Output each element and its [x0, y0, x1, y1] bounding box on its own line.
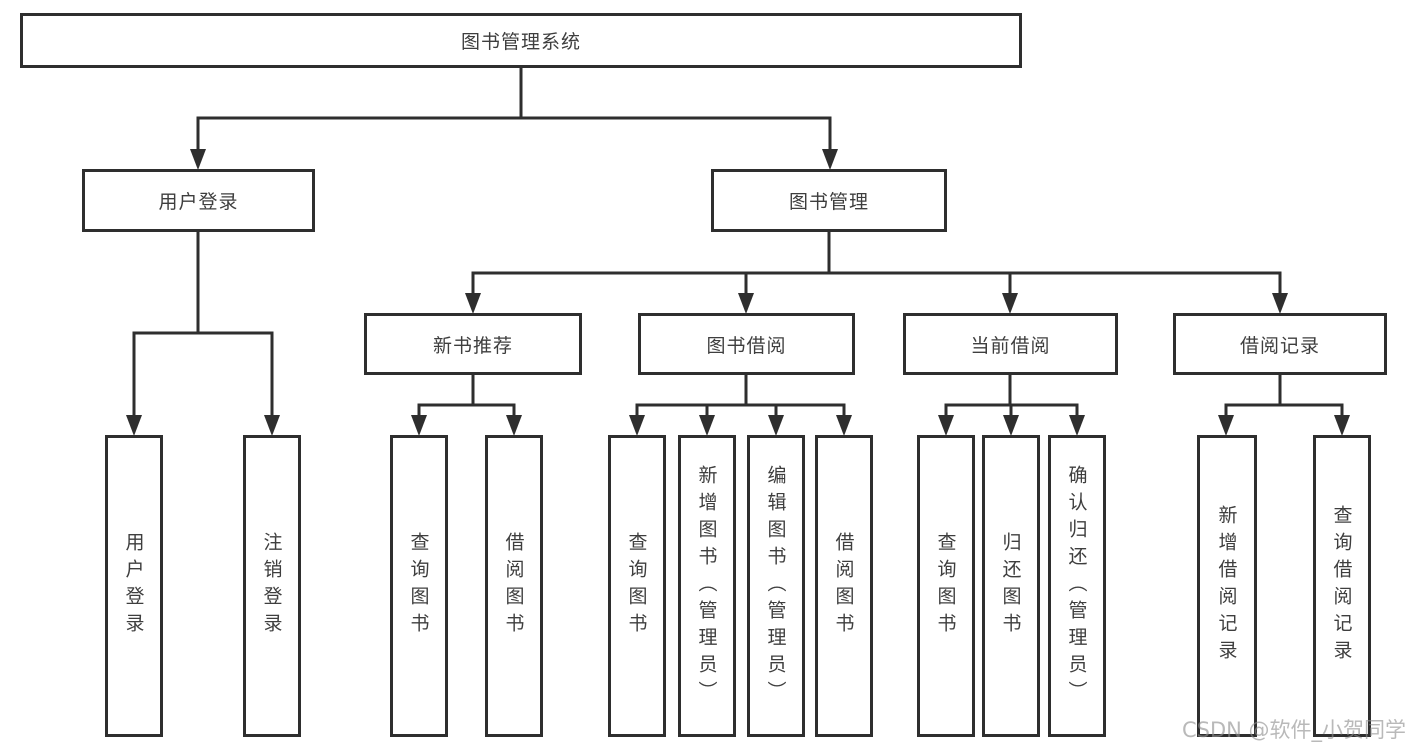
node-label: 借阅图书	[502, 532, 525, 640]
node-leaf-query-books-current: 查询图书	[917, 435, 975, 737]
node-book-management: 图书管理	[711, 169, 947, 232]
node-label: 注销登录	[260, 532, 283, 640]
arrowheads	[126, 149, 1350, 436]
csdn-watermark: CSDN @软件_小贺同学	[1182, 718, 1405, 742]
node-label: 新增图书（管理员）	[695, 464, 718, 708]
node-user-login: 用户登录	[82, 169, 315, 232]
node-leaf-borrow-books-recommend: 借阅图书	[485, 435, 543, 737]
node-leaf-confirm-return-admin: 确认归还（管理员）	[1048, 435, 1106, 737]
node-leaf-logout: 注销登录	[243, 435, 301, 737]
node-label: 确认归还（管理员）	[1065, 464, 1088, 708]
node-label: 用户登录	[158, 191, 239, 213]
node-label: 查询图书	[625, 532, 648, 640]
node-leaf-add-books-admin: 新增图书（管理员）	[678, 435, 736, 737]
node-label: 图书借阅	[706, 334, 787, 357]
node-label: 新书推荐	[432, 334, 513, 357]
node-label: 查询图书	[407, 532, 430, 640]
node-root-library-management-system: 图书管理系统	[20, 13, 1022, 68]
node-leaf-borrow-books: 借阅图书	[815, 435, 873, 737]
node-label: 用户登录	[122, 532, 145, 640]
node-book-borrow: 图书借阅	[638, 313, 855, 375]
node-borrow-records: 借阅记录	[1173, 313, 1387, 375]
node-label: 编辑图书（管理员）	[764, 464, 787, 708]
node-new-book-recommend: 新书推荐	[364, 313, 582, 375]
node-label: 图书管理系统	[460, 31, 581, 53]
node-leaf-return-books: 归还图书	[982, 435, 1040, 737]
node-label: 查询借阅记录	[1330, 505, 1353, 667]
node-label: 归还图书	[999, 532, 1022, 640]
node-label: 图书管理	[788, 191, 869, 213]
node-leaf-query-books-borrow: 查询图书	[608, 435, 666, 737]
node-label: 新增借阅记录	[1215, 505, 1238, 667]
node-current-borrow: 当前借阅	[903, 313, 1118, 375]
node-label: 查询图书	[934, 532, 957, 640]
node-label: 借阅记录	[1239, 334, 1320, 357]
node-label: 当前借阅	[970, 334, 1051, 357]
node-leaf-edit-books-admin: 编辑图书（管理员）	[747, 435, 805, 737]
node-leaf-add-borrow-record: 新增借阅记录	[1197, 435, 1257, 737]
node-leaf-user-login: 用户登录	[105, 435, 163, 737]
node-leaf-query-borrow-record: 查询借阅记录	[1313, 435, 1371, 737]
node-label: 借阅图书	[832, 532, 855, 640]
node-leaf-query-books-recommend: 查询图书	[390, 435, 448, 737]
